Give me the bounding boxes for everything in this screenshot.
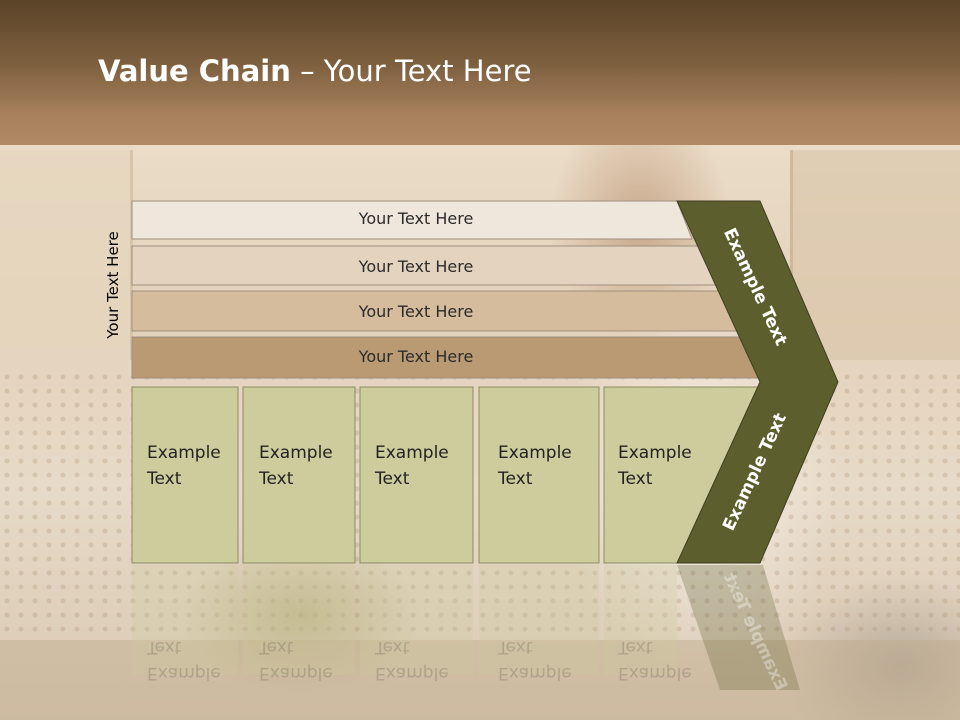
box-reflection-3-line1: Example	[375, 663, 449, 683]
box-5-line1: Example	[618, 443, 692, 463]
box-4-line1: Example	[498, 443, 572, 463]
box-1-line1: Example	[147, 443, 221, 463]
box-2-line1: Example	[259, 443, 333, 463]
header-bar	[0, 0, 960, 145]
box-4	[478, 386, 600, 564]
box-reflection-3: Example Text	[375, 634, 449, 686]
bar-1	[131, 200, 693, 240]
box-5-line2: Text	[618, 469, 653, 489]
background-cabinet-left	[0, 150, 133, 360]
slide-title: Value Chain – Your Text Here	[98, 54, 532, 88]
box-2-line2: Text	[259, 469, 294, 489]
box-reflection-5-line1: Example	[618, 663, 692, 683]
box-reflection-3-line2: Text	[375, 637, 410, 657]
box-3-line1: Example	[375, 443, 449, 463]
box-reflection-2-line2: Text	[259, 637, 294, 657]
background-counter	[0, 640, 960, 720]
box-2	[242, 386, 356, 564]
title-bold: Value Chain	[98, 54, 291, 88]
box-3-line2: Text	[375, 469, 410, 489]
bar-label-1: Your Text Here	[358, 209, 474, 228]
bar-label-4: Your Text Here	[358, 347, 474, 366]
box-1	[131, 386, 239, 564]
box-4-line2: Text	[498, 469, 533, 489]
box-reflection-5: Example Text	[618, 634, 692, 686]
box-3	[359, 386, 474, 564]
box-reflection-4: Example Text	[498, 634, 572, 686]
chevron-arrow	[676, 200, 839, 564]
box-reflection-1-line1: Example	[147, 663, 221, 683]
box-reflection-1: Example Text	[147, 634, 221, 686]
bar-label-2: Your Text Here	[358, 257, 474, 276]
background-cabinet-right	[790, 150, 960, 360]
box-reflection-2-line1: Example	[259, 663, 333, 683]
box-reflection-5-line2: Text	[618, 637, 653, 657]
box-1-line2: Text	[147, 469, 182, 489]
box-reflection-4-line1: Example	[498, 663, 572, 683]
box-reflection-2: Example Text	[259, 634, 333, 686]
boxes-reflection	[132, 565, 800, 690]
box-reflection-4-line2: Text	[498, 637, 533, 657]
box-reflection-1-line2: Text	[147, 637, 182, 657]
title-rest: – Your Text Here	[290, 54, 532, 88]
bar-label-3: Your Text Here	[358, 302, 474, 321]
